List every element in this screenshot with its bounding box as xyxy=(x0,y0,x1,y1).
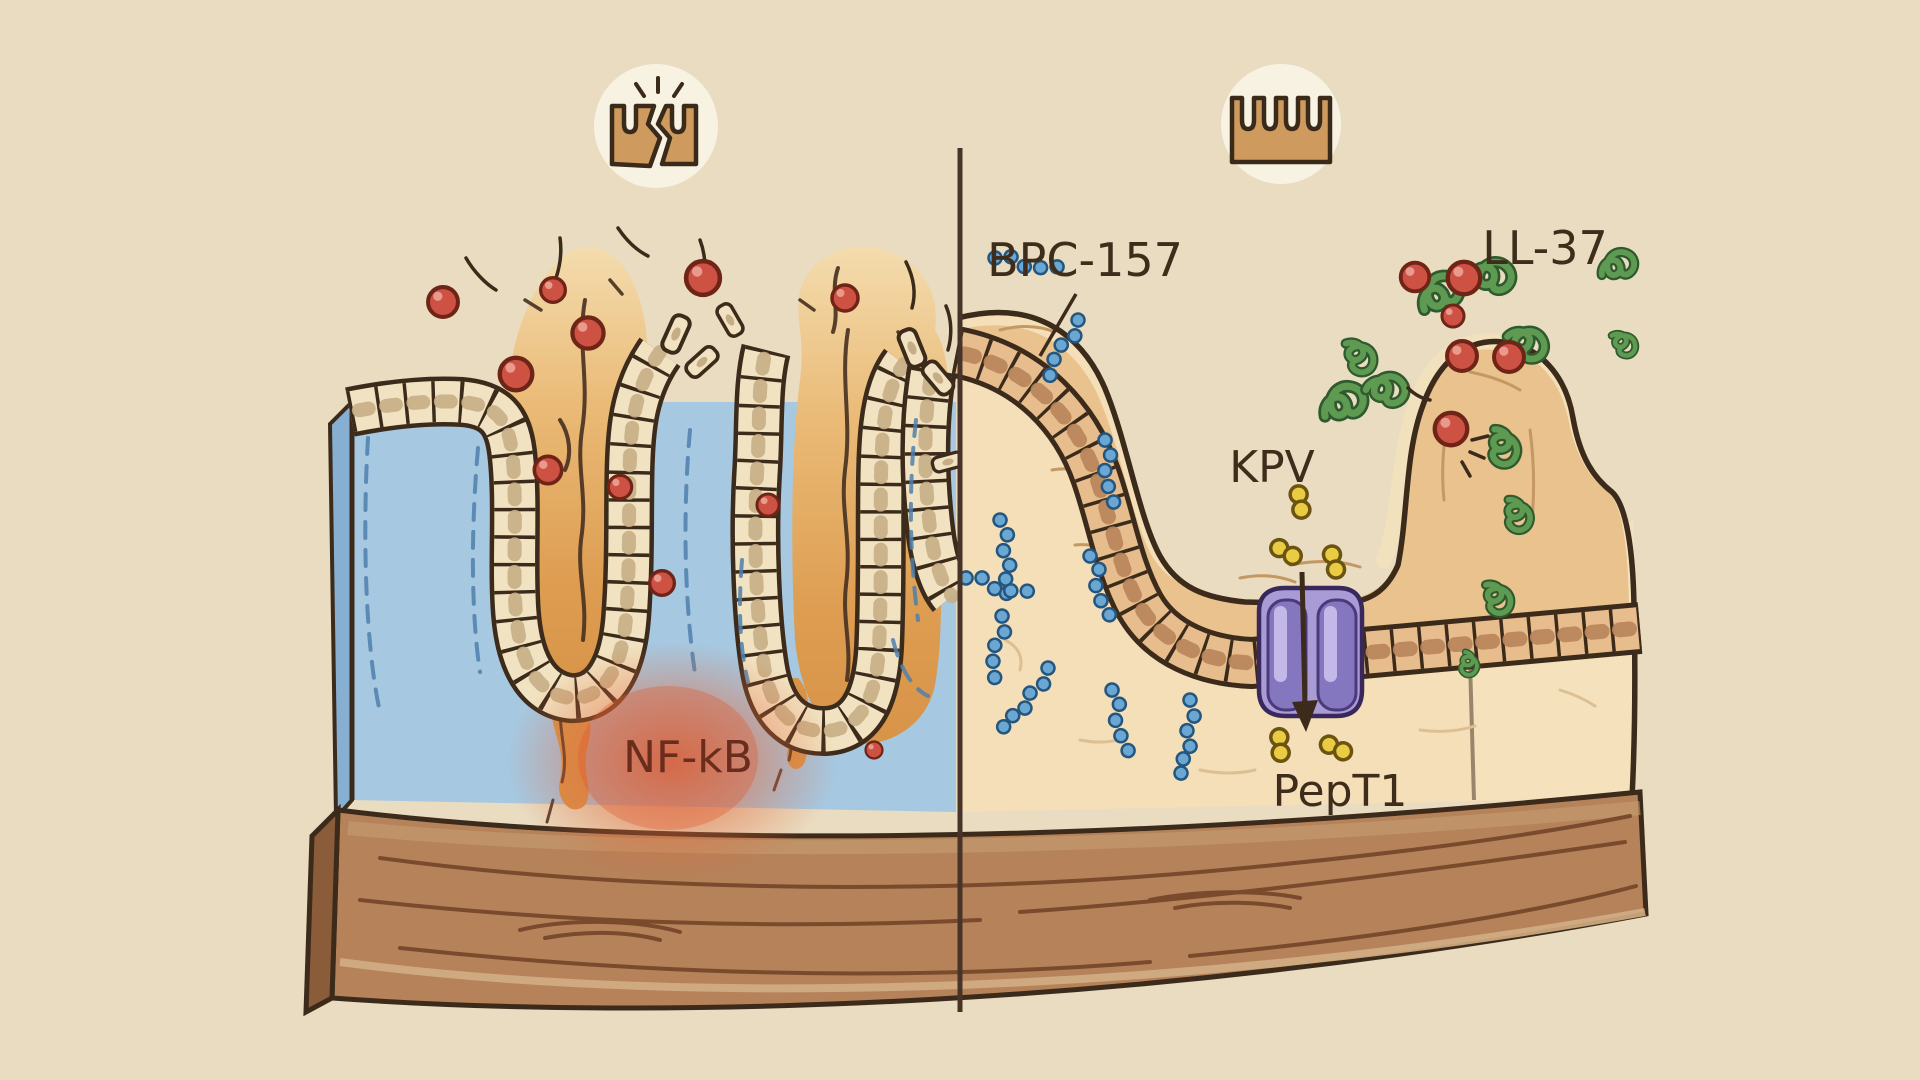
bpc157-pointer-line xyxy=(1038,293,1078,357)
nfkb-label: NF-kB xyxy=(623,732,753,783)
wood-grain-lines xyxy=(358,814,1638,976)
pept1-label: PepT1 xyxy=(1273,766,1408,817)
epithelium-band-left xyxy=(343,337,681,723)
intact-barrier-badge xyxy=(1221,64,1341,184)
epithelium-band-right xyxy=(948,326,1648,690)
repel-marks xyxy=(1406,386,1490,478)
kpv-label: KPV xyxy=(1229,442,1315,493)
epithelium-band-divider xyxy=(900,363,973,612)
pept1-lobe-left-highlight xyxy=(1274,606,1287,682)
pept1-transporter xyxy=(1256,585,1365,719)
transport-down-arrow xyxy=(1292,571,1318,732)
ll37-label: LL-37 xyxy=(1482,221,1608,275)
bpc157-label: BPC-157 xyxy=(987,233,1183,287)
villus-core xyxy=(958,325,1630,647)
pept1-lobe-right-highlight xyxy=(1324,606,1337,682)
wood-bevel-face xyxy=(303,803,341,1017)
nfkb-inflammation-glow xyxy=(507,642,837,882)
cracked-barrier-badge xyxy=(594,64,718,188)
cracked-barrier-icon xyxy=(609,103,699,169)
intact-barrier-icon xyxy=(1229,95,1333,165)
stress-marks xyxy=(634,76,684,98)
tissue-surface-outline xyxy=(957,309,1638,799)
lumen-side-face xyxy=(327,397,354,824)
